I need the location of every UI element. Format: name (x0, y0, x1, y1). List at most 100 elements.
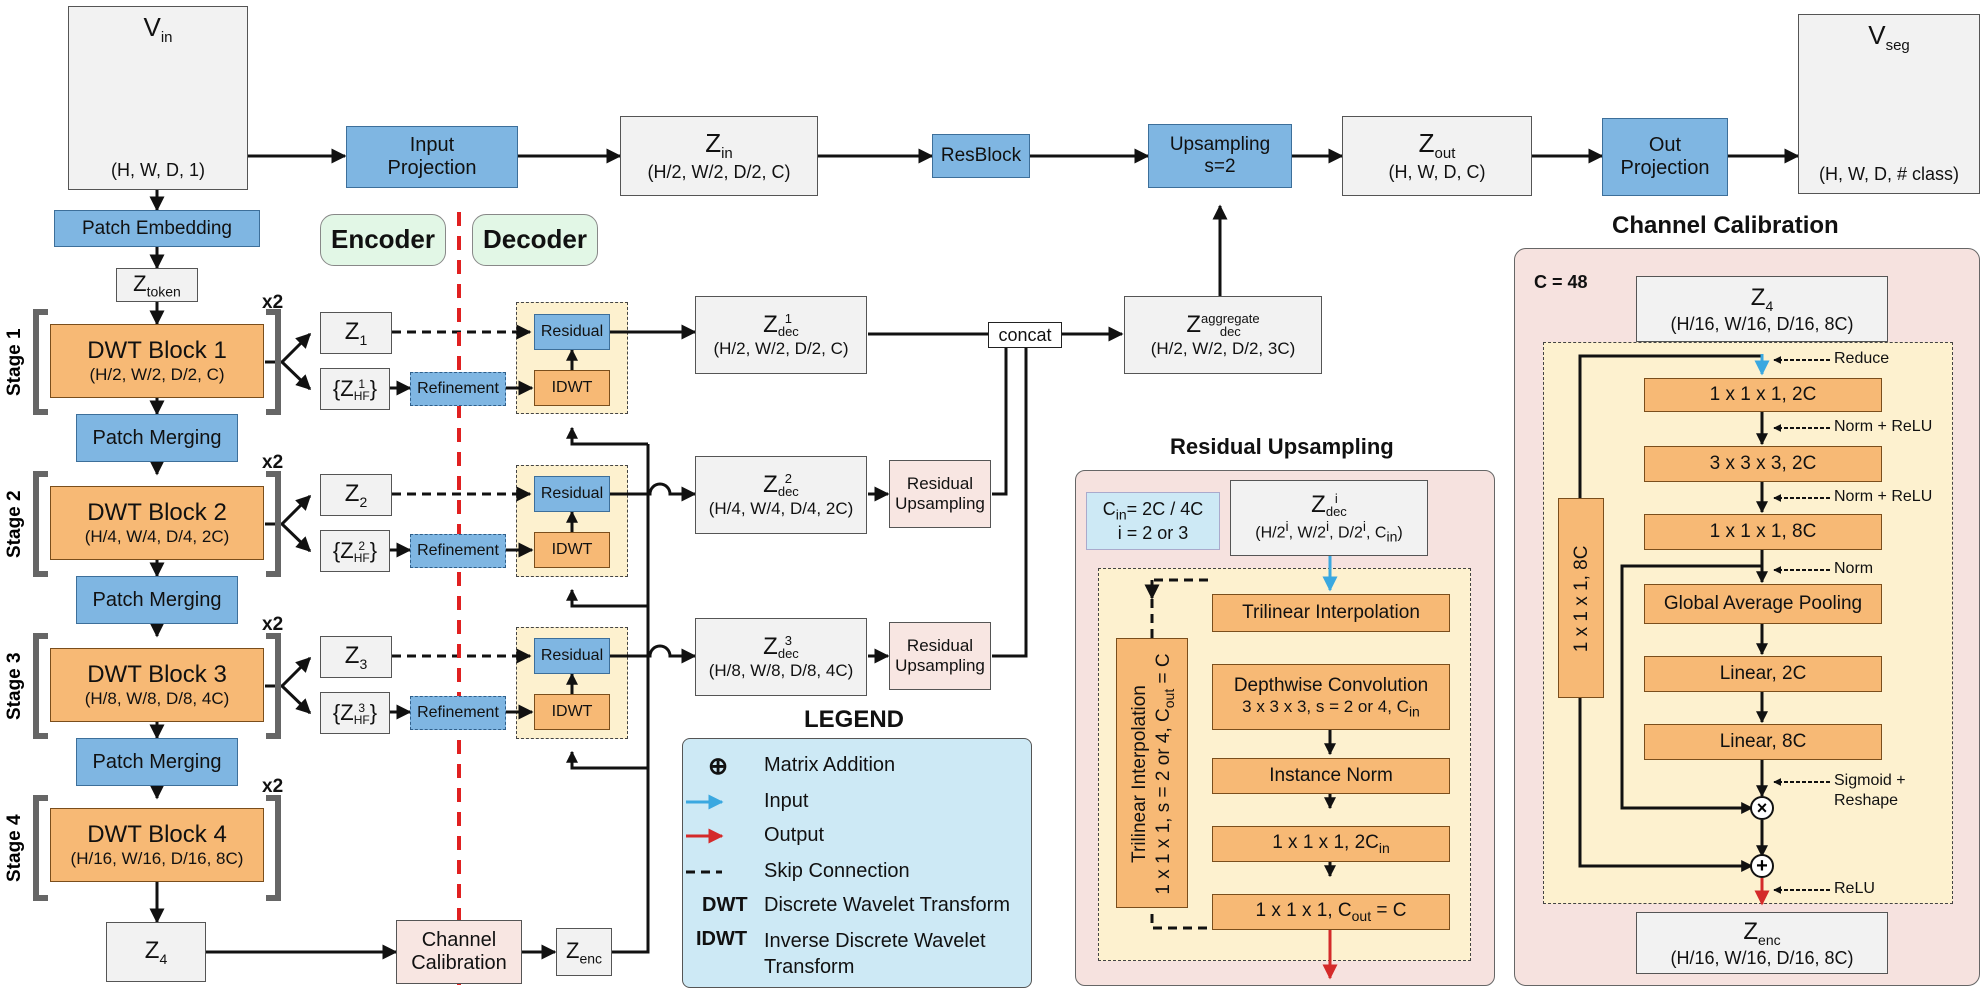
refinement-3-label: Refinement (417, 703, 499, 721)
resblock-box[interactable]: ResBlock (932, 134, 1030, 178)
ru-side-line1: Trilinear Interpolation (1128, 685, 1150, 863)
ru-conv1[interactable]: 1 x 1 x 1, 2Cin (1212, 826, 1450, 862)
ru-instance-norm[interactable]: Instance Norm (1212, 758, 1450, 794)
zagg-dim: (H/2, W/2, D/2, 3C) (1150, 339, 1296, 359)
residual-upsampling-3[interactable]: Residual Upsampling (889, 622, 991, 690)
concat-label: concat (998, 324, 1052, 345)
cc-zenc-dim: (H/16, W/16, D/16, 8C) (1670, 947, 1854, 968)
idwt-2[interactable]: IDWT (534, 532, 610, 568)
cc-conv-b[interactable]: 3 x 3 x 3, 2C (1644, 446, 1882, 482)
zhf2-subscript: HF (353, 551, 370, 566)
patch-merging-3[interactable]: Patch Merging (76, 738, 238, 786)
upsampling-box[interactable]: Upsampling s=2 (1148, 124, 1292, 188)
dwt-block-1-dim: (H/2, W/2, D/2, C) (89, 365, 225, 385)
zhf1-superscript: 1 (358, 377, 366, 392)
residual-2[interactable]: Residual (534, 476, 610, 512)
zhf3-subscript: HF (353, 713, 370, 728)
cc-z4-box: Z4 (H/16, W/16, D/16, 8C) (1636, 276, 1888, 342)
cc-z4-subscript: 4 (1765, 297, 1774, 314)
zdec-i-symbol: Z (1311, 490, 1326, 518)
zdec2-dim: (H/4, W/4, D/4, 2C) (708, 499, 854, 519)
resblock-label: ResBlock (940, 145, 1022, 167)
stage-2-repeat: x2 (262, 452, 284, 473)
zdec1-symbol: Z (763, 311, 778, 339)
cc-linear1[interactable]: Linear, 2C (1644, 656, 1882, 692)
ru-conv2-label: 1 x 1 x 1, C (1255, 900, 1352, 922)
idwt-3[interactable]: IDWT (534, 694, 610, 730)
channel-calibration-label: Channel Calibration (411, 929, 507, 974)
ztoken-box: Ztoken (116, 268, 198, 302)
cc-side-conv[interactable]: 1 x 1 x 1, 8C (1558, 498, 1604, 698)
dwt-block-2[interactable]: DWT Block 2 (H/4, W/4, D/4, 2C) (50, 486, 264, 560)
cc-conv-c-label: 1 x 1 x 1, 8C (1709, 521, 1817, 543)
stage-4-label: Stage 4 (4, 814, 25, 882)
cc-conv-c[interactable]: 1 x 1 x 1, 8C (1644, 514, 1882, 550)
cc-norm-relu-2: Norm + ReLU (1834, 488, 1933, 505)
residual-3[interactable]: Residual (534, 638, 610, 674)
cc-z4-dim: (H/16, W/16, D/16, 8C) (1670, 313, 1854, 334)
cin-subscript: in (1115, 506, 1127, 523)
cc-linear2[interactable]: Linear, 8C (1644, 724, 1882, 760)
residual-upsampling-2-label: Residual Upsampling (895, 474, 985, 513)
legend-text-addition: Matrix Addition (764, 754, 896, 776)
cc-linear1-label: Linear, 2C (1719, 663, 1807, 685)
input-projection-box[interactable]: Input Projection (346, 126, 518, 188)
dwt-block-4[interactable]: DWT Block 4 (H/16, W/16, D/16, 8C) (50, 808, 264, 882)
zin-symbol: Z (705, 127, 722, 158)
refinement-2-label: Refinement (417, 541, 499, 559)
zin-box: Zin (H/2, W/2, D/2, C) (620, 116, 818, 196)
z3-symbol: Z (344, 642, 360, 670)
patch-merging-1[interactable]: Patch Merging (76, 414, 238, 462)
idwt-1-label: IDWT (551, 378, 593, 396)
dwt-block-1[interactable]: DWT Block 1 (H/2, W/2, D/2, C) (50, 324, 264, 398)
zdec3-superscript: 3 (784, 633, 792, 649)
zdec-i-dim-w: , W/2 (1288, 524, 1326, 542)
cc-conv-a[interactable]: 1 x 1 x 1, 2C (1644, 378, 1882, 412)
dwt-block-4-dim: (H/16, W/16, D/16, 8C) (70, 849, 244, 869)
cc-gap-label: Global Average Pooling (1663, 593, 1863, 615)
zdec3-symbol: Z (763, 633, 778, 661)
concat-box: concat (988, 322, 1062, 348)
cin-equation: = 2C / 4C (1126, 498, 1204, 519)
vseg-symbol: V (1868, 20, 1886, 50)
zin-subscript: in (721, 145, 733, 163)
residual-1[interactable]: Residual (534, 314, 610, 350)
residual-upsampling-2[interactable]: Residual Upsampling (889, 460, 991, 528)
patch-merging-3-label: Patch Merging (92, 750, 222, 773)
ru-trilinear[interactable]: Trilinear Interpolation (1212, 594, 1450, 632)
cc-conv-b-label: 3 x 3 x 3, 2C (1709, 453, 1817, 475)
ztoken-subscript: token (146, 283, 181, 300)
cc-sigmoid: Sigmoid + (1834, 772, 1906, 789)
input-projection-label: Input Projection (387, 134, 477, 179)
channel-calibration-box[interactable]: Channel Calibration (396, 920, 522, 984)
ru-side-trilinear[interactable]: Trilinear Interpolation 1 x 1 x 1, s = 2… (1116, 638, 1188, 908)
ztoken-symbol: Z (133, 270, 147, 296)
legend-text-idwt: Inverse Discrete Wavelet Transform (764, 930, 986, 978)
zdec-i-dim-dsup: i (1362, 518, 1367, 535)
out-projection-box[interactable]: Out Projection (1602, 118, 1728, 196)
patch-embedding-box[interactable]: Patch Embedding (54, 210, 260, 247)
zhf3-superscript: 3 (358, 701, 366, 716)
vin-dim: (H, W, D, 1) (111, 160, 205, 181)
z2-box: Z2 (320, 474, 392, 516)
patch-merging-1-label: Patch Merging (92, 426, 222, 449)
dwt-block-3[interactable]: DWT Block 3 (H/8, W/8, D/8, 4C) (50, 648, 264, 722)
patch-merging-2[interactable]: Patch Merging (76, 576, 238, 624)
refinement-1[interactable]: Refinement (410, 372, 506, 406)
cc-gap[interactable]: Global Average Pooling (1644, 584, 1882, 624)
ru-depthwise[interactable]: Depthwise Convolution 3 x 3 x 3, s = 2 o… (1212, 664, 1450, 730)
cc-reduce-label: Reduce (1834, 350, 1890, 367)
legend-text-output: Output (764, 824, 825, 846)
refinement-3[interactable]: Refinement (410, 696, 506, 730)
cc-norm: Norm (1834, 560, 1874, 577)
idwt-1[interactable]: IDWT (534, 370, 610, 406)
z1-symbol: Z (344, 318, 360, 346)
ru-conv2[interactable]: 1 x 1 x 1, Cout = C (1212, 894, 1450, 930)
refinement-2[interactable]: Refinement (410, 534, 506, 568)
ru-conv2-sub: out (1351, 907, 1372, 924)
ru-depthwise-label: Depthwise Convolution (1233, 674, 1429, 696)
legend-key-idwt: IDWT (696, 928, 748, 950)
ru-instance-norm-label: Instance Norm (1269, 765, 1393, 787)
